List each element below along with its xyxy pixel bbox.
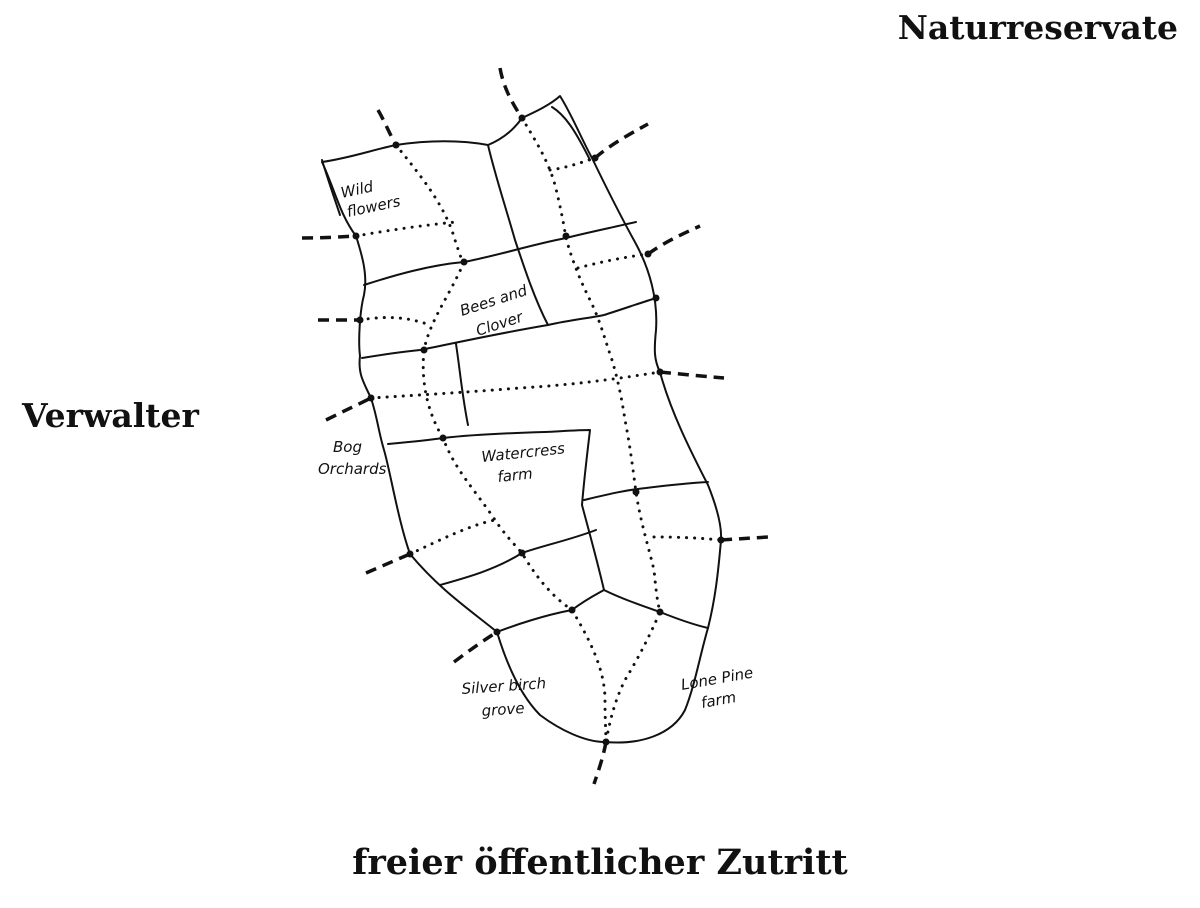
gate-markers [352,114,725,746]
svg-text:Silver birch: Silver birch [461,674,547,698]
label-free-public-access: freier öffentlicher Zutritt [352,842,848,883]
svg-text:Watercress: Watercress [481,439,566,466]
area-label-silver-birch-grove: Silver birch grove [461,674,547,720]
svg-text:Bog: Bog [333,438,362,456]
solid-boundaries [321,106,709,633]
svg-text:grove: grove [481,699,525,720]
area-label-bog-orchards: Bog Orchards [318,438,387,478]
dotted-paths [354,116,723,744]
area-label-lone-pine-farm: Lone Pine farm [680,664,755,712]
dashed-access-routes [301,67,769,785]
label-nature-reserves: Naturreservate [897,8,1178,47]
label-managers: Verwalter [22,396,199,435]
svg-text:farm: farm [497,464,534,486]
svg-text:Lone Pine: Lone Pine [680,664,755,694]
area-label-wild-flowers: Wild flowers [339,177,402,221]
outer-boundary [321,95,723,744]
area-label-watercress-farm: Watercress farm [481,439,566,486]
svg-text:farm: farm [700,688,738,712]
svg-text:Orchards: Orchards [318,460,387,478]
